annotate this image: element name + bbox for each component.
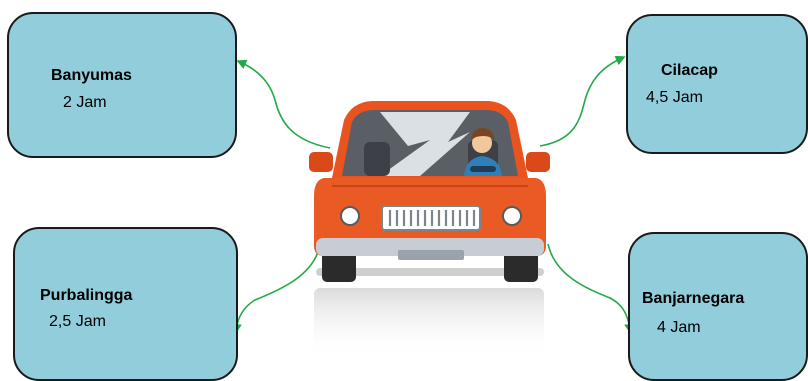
arrow-to-banjarnegara (548, 244, 630, 330)
car-illustration (309, 101, 550, 358)
car-right-mirror (526, 152, 550, 172)
destination-box-banjarnegara: Banjarnegara 4 Jam (628, 232, 808, 381)
destination-time: 4,5 Jam (646, 89, 703, 107)
car-right-headlight (503, 207, 521, 225)
destination-time: 2 Jam (63, 94, 107, 112)
destination-time: 2,5 Jam (49, 313, 106, 331)
destination-name: Cilacap (661, 62, 718, 80)
destination-name: Purbalingga (40, 287, 132, 305)
car-left-headlight (341, 207, 359, 225)
destination-time: 4 Jam (657, 319, 701, 337)
destination-name: Banyumas (51, 67, 132, 85)
destination-name: Banjarnegara (642, 290, 744, 308)
destination-box-cilacap: Cilacap 4,5 Jam (626, 14, 808, 154)
destination-box-purbalingga: Purbalingga 2,5 Jam (13, 227, 238, 381)
car-left-mirror (309, 152, 333, 172)
arrow-to-cilacap (540, 58, 622, 146)
destination-box-banyumas: Banyumas 2 Jam (7, 12, 237, 158)
arrow-to-purbalingga (236, 244, 320, 330)
arrow-to-banyumas (240, 62, 330, 148)
